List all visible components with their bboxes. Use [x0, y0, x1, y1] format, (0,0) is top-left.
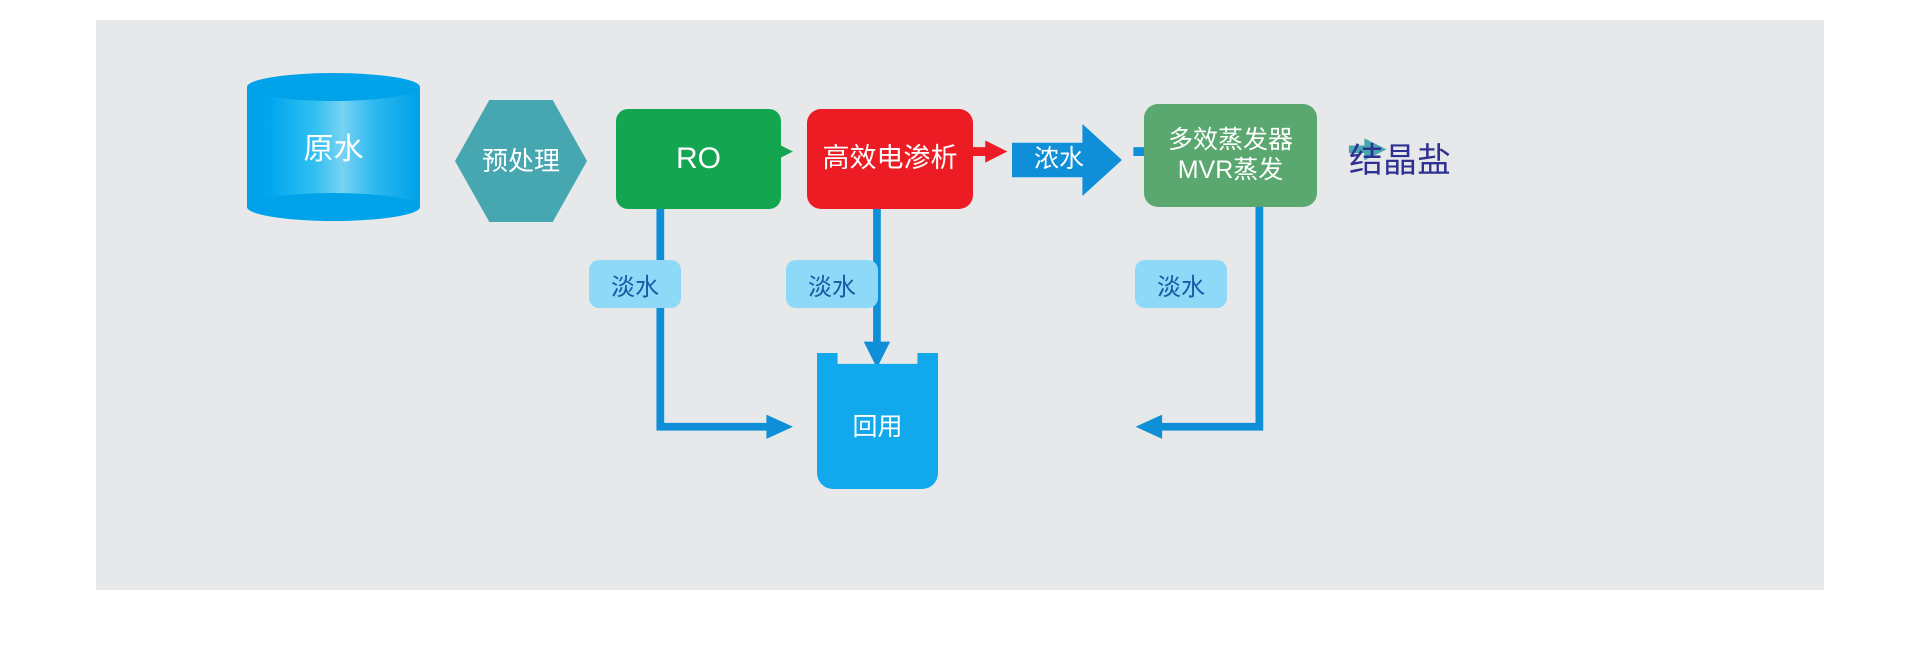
node-pretreatment[interactable]: 预处理	[455, 100, 587, 222]
node-evaporator[interactable]: 多效蒸发器 MVR蒸发	[1144, 104, 1317, 207]
tag-fresh-water-electrodialysis: 淡水	[786, 260, 878, 308]
connector-ro-reuse	[656, 204, 793, 439]
node-crystal-salt: 结晶盐	[1349, 141, 1451, 180]
block-arrow-shape	[1012, 124, 1122, 196]
connector-layer	[357, 138, 1387, 439]
connector-electrodialysis-concentrate	[967, 140, 1008, 163]
diagram-canvas: 原水 预处理 RO 高效电渗析 浓水 多效蒸发器 MVR蒸发 结晶盐 淡水 淡水…	[96, 20, 1824, 590]
node-electrodialysis-label: 高效电渗析	[822, 143, 958, 174]
connector-evaporator-salt	[1348, 138, 1387, 161]
node-reuse-tank[interactable]: 回用	[817, 353, 938, 489]
node-evaporator-label: 多效蒸发器 MVR蒸发	[1167, 126, 1293, 184]
connector-evaporator-reuse	[1135, 201, 1264, 439]
cylinder-body	[247, 87, 420, 207]
cylinder-top	[247, 73, 420, 101]
diagram-panel: 原水 预处理 RO 高效电渗析 浓水 多效蒸发器 MVR蒸发 结晶盐 淡水 淡水…	[96, 20, 1824, 590]
node-concentrate[interactable]: 浓水	[1012, 124, 1122, 196]
tag-fresh-water-ro: 淡水	[589, 260, 681, 308]
tank-shape	[817, 353, 938, 489]
node-ro[interactable]: RO	[616, 109, 781, 209]
node-ro-label: RO	[676, 142, 721, 176]
tag-fresh-water-evaporator: 淡水	[1135, 260, 1227, 308]
hexagon-shape	[455, 100, 587, 222]
cylinder-bottom	[247, 193, 420, 221]
node-raw-water[interactable]: 原水	[247, 73, 420, 221]
node-electrodialysis[interactable]: 高效电渗析	[807, 109, 973, 209]
